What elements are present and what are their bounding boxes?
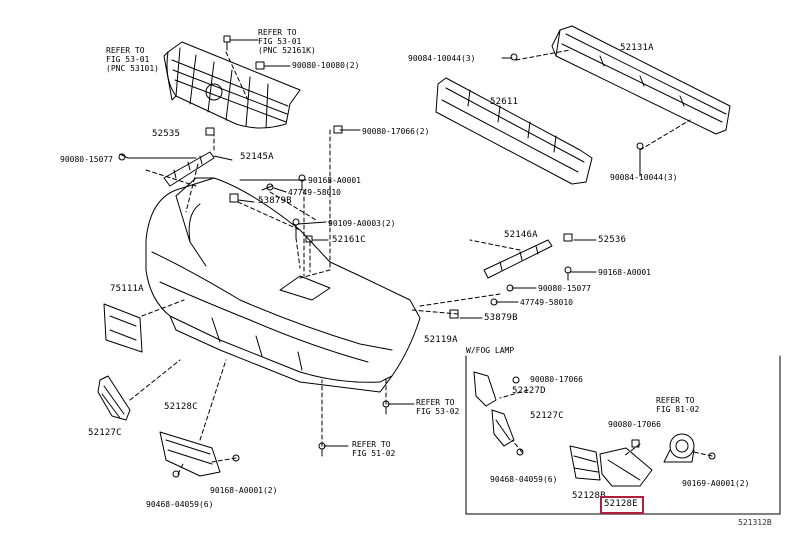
bracket-right-drawing [483, 239, 553, 279]
radiator-grille-drawing [163, 41, 301, 129]
leader-lines [129, 49, 713, 475]
fasteners-drawing [118, 35, 716, 478]
part-label-90080-17066-top: 90080-17066(2) [362, 127, 430, 136]
part-label-52536: 52536 [598, 235, 627, 245]
part-label-90168-a0001-mid: 90168-A0001 [598, 268, 651, 277]
bumper-reinforcement-drawing [551, 25, 731, 135]
part-label-52146a: 52146A [504, 230, 538, 240]
part-label-47749-58010-top: 47749-58010 [288, 188, 341, 197]
part-label-90080-15077-left: 90080-15077 [60, 155, 113, 164]
part-label-90080-15077-right: 90080-15077 [538, 284, 591, 293]
fog-parts-drawing [473, 371, 695, 487]
label-leaders [139, 39, 641, 447]
part-label-47749-58010-right: 47749-58010 [520, 298, 573, 307]
part-label-90168-a0001-bottom: 90168-A0001(2) [210, 486, 278, 495]
part-label-52128c: 52128C [164, 402, 198, 412]
diagram-id: 521312B [738, 518, 772, 527]
part-label-75111a: 75111A [110, 284, 144, 294]
part-label-52131a: 52131A [620, 43, 654, 53]
part-label-52128e[interactable]: 52128E [604, 499, 638, 509]
ref-fig-53-02: REFER TO FIG 53-02 [416, 398, 460, 416]
part-label-52145a: 52145A [240, 152, 274, 162]
part-label-90080-17066-fog2: 90080-17066 [608, 420, 661, 429]
energy-absorber-drawing [435, 77, 593, 185]
part-label-90080-17066-fog1: 90080-17066 [530, 375, 583, 384]
part-label-52127d: 52127D [512, 386, 546, 396]
part-label-90468-04059-fog: 90468-04059(6) [490, 475, 558, 484]
ref-fig-81-02: REFER TO FIG 81-02 [656, 396, 700, 414]
fog-lamp-group-box [465, 355, 781, 515]
part-label-90109-a0003: 90109-A0003(2) [328, 219, 396, 228]
part-label-90084-10044-bottom: 90084-10044(3) [610, 173, 678, 182]
ref-fig-53-01-left: REFER TO FIG 53-01 (PNC 53101) [106, 46, 159, 73]
part-label-90468-04059-left: 90468-04059(6) [146, 500, 214, 509]
part-label-52535: 52535 [152, 129, 181, 139]
part-label-52127c-fog: 52127C [530, 411, 564, 421]
part-label-90168-a0001-top: 90168-A0001 [308, 176, 361, 185]
part-label-52128b: 52128B [572, 491, 606, 501]
cover-left-drawing [159, 431, 221, 477]
part-label-90080-10080: 90080-10080(2) [292, 61, 360, 70]
fog-lamp-group-title: W/FOG LAMP [466, 346, 515, 355]
grille-insert-left-drawing [97, 375, 131, 421]
part-label-90084-10044-top: 90084-10044(3) [408, 54, 476, 63]
license-bracket-drawing [103, 303, 143, 353]
part-label-52119a: 52119A [424, 335, 458, 345]
part-label-52127c-left: 52127C [88, 428, 122, 438]
ref-fig-51-02: REFER TO FIG 51-02 [352, 440, 396, 458]
part-label-53879b-top: 53879B [258, 196, 292, 206]
part-label-52161c: 52161C [332, 235, 366, 245]
part-label-52611: 52611 [490, 97, 519, 107]
highlighted-part-box[interactable] [600, 496, 644, 514]
ref-fig-53-01-top: REFER TO FIG 53-01 (PNC 52161K) [258, 28, 316, 55]
part-label-90169-a0001: 90169-A0001(2) [682, 479, 750, 488]
part-label-53879b-right: 53879B [484, 313, 518, 323]
bumper-cover-drawing [145, 177, 421, 393]
bracket-left-drawing [163, 151, 215, 187]
